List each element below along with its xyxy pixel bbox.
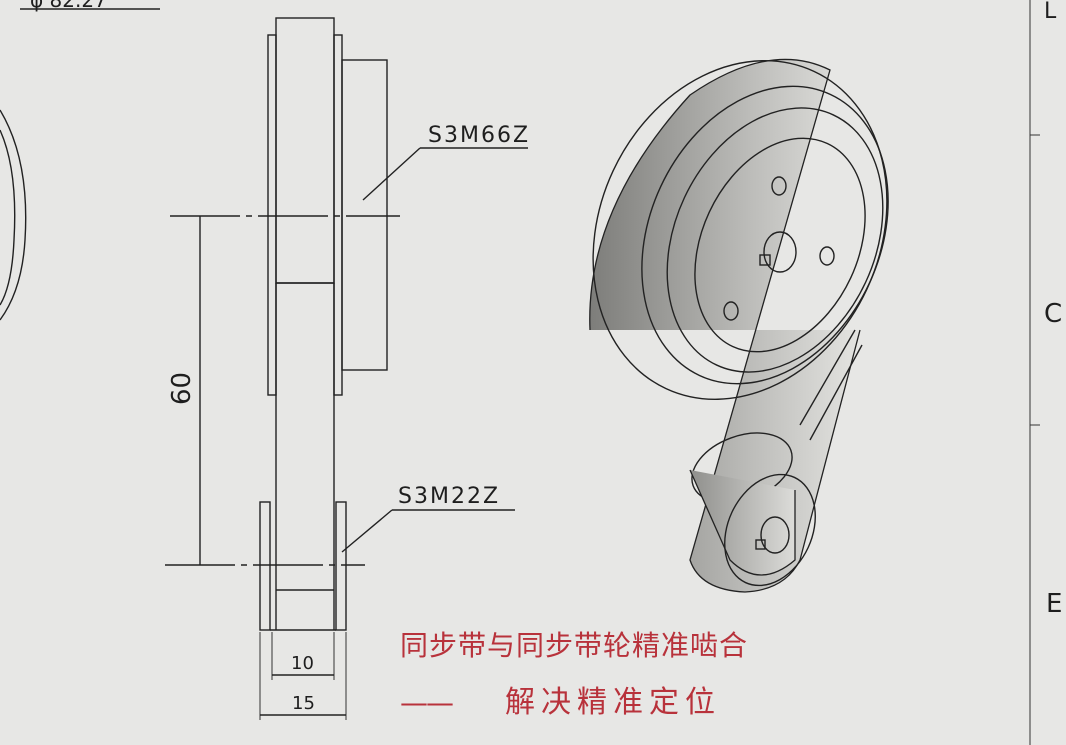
small-pulley-label: S3M22Z [398,484,500,509]
border-letter-l: L [1044,0,1057,24]
note-line-2: 解决精准定位 [505,685,721,720]
note-line-1: 同步带与同步带轮精准啮合 [400,629,748,662]
inner-width-text: 10 [291,653,314,674]
diameter-dimension: φ 82.27 [20,0,160,12]
border-letter-c: C [1044,299,1062,329]
note-dash: —— [400,686,453,719]
diameter-text: φ 82.27 [30,0,107,12]
side-view: 60 S3M66Z S3M22Z 10 15 [165,17,530,720]
large-pulley-label: S3M66Z [428,123,530,148]
sheet-border: L C E [1029,0,1062,745]
isometric-view [589,58,889,593]
center-distance-text: 60 [167,372,197,405]
outer-width-text: 15 [292,693,315,714]
front-view-partial [0,109,27,321]
border-letter-e: E [1046,589,1062,619]
red-notes: 同步带与同步带轮精准啮合 —— 解决精准定位 [400,629,748,720]
